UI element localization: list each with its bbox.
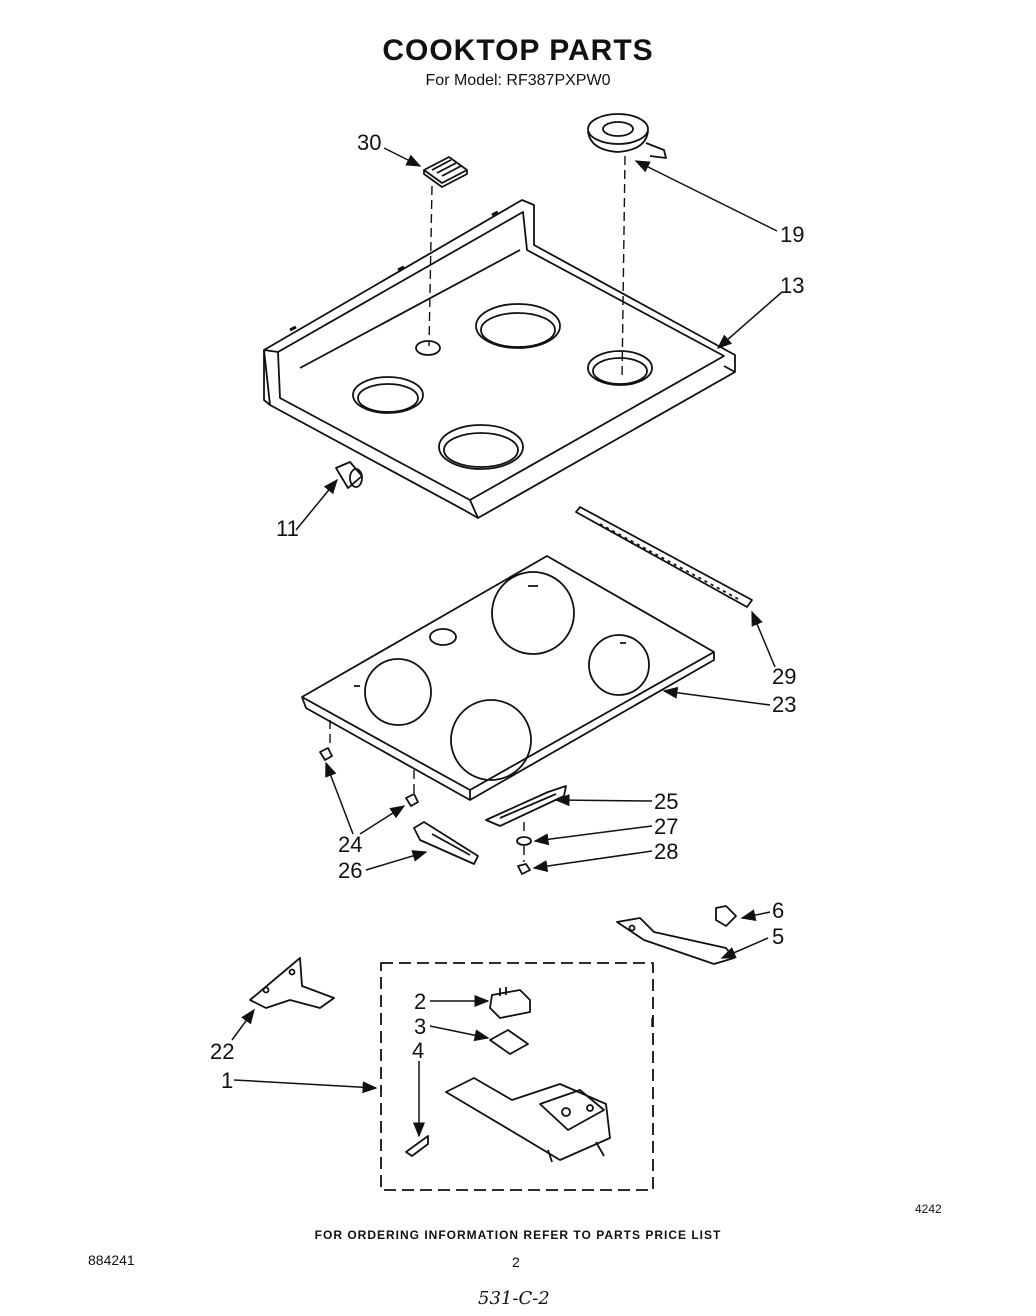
part-25-bracket	[485, 785, 567, 827]
callout-29: 29	[772, 664, 796, 689]
callout-28: 28	[654, 839, 678, 864]
part-22-angle-bracket	[249, 957, 335, 1009]
callout-30: 30	[357, 130, 381, 155]
part-27-washer	[516, 836, 532, 846]
part-28-nut	[517, 863, 531, 875]
part-23-support-pan	[301, 555, 715, 801]
part-3-plate	[489, 1029, 529, 1055]
callout-26: 26	[338, 858, 362, 883]
callout-11: 11	[276, 516, 299, 541]
part-30-vent-grille	[423, 156, 468, 188]
ordering-info-note: FOR ORDERING INFORMATION REFER TO PARTS …	[314, 1228, 722, 1242]
part-11-clip	[335, 461, 363, 489]
part-5-bracket-bar	[616, 917, 735, 965]
callout-24: 24	[338, 832, 362, 857]
callout-27: 27	[654, 814, 678, 839]
handwritten-code: 531-C-2	[478, 1288, 550, 1309]
part-13-main-cooktop	[263, 199, 736, 519]
model-subtitle: For Model: RF387PXPW0	[425, 72, 611, 89]
part-19-burner-element	[587, 113, 667, 159]
page-title: COOKTOP PARTS	[382, 34, 654, 67]
callout-13: 13	[780, 273, 804, 298]
switch-housing	[445, 1077, 611, 1163]
part-1-switch-assembly-box	[380, 962, 654, 1191]
callout-6: 6	[772, 898, 784, 923]
callout-22: 22	[210, 1039, 234, 1064]
document-number: 884241	[88, 1252, 135, 1268]
callout-4: 4	[412, 1038, 424, 1063]
part-26-bracket	[413, 821, 479, 865]
callout-3: 3	[414, 1014, 426, 1039]
callout-5: 5	[772, 924, 784, 949]
callout-1: 1	[221, 1068, 233, 1093]
part-4-spacer	[405, 1135, 429, 1157]
callout-2: 2	[414, 989, 426, 1014]
figure-code: 4242	[915, 1202, 942, 1216]
callout-25: 25	[654, 789, 678, 814]
part-2-switch	[489, 987, 531, 1019]
page-number: 2	[512, 1254, 520, 1270]
part-29-trim-strip	[575, 506, 753, 608]
callout-23: 23	[772, 692, 796, 717]
callout-19: 19	[780, 222, 804, 247]
part-24-clips	[319, 747, 419, 807]
part-6-clip	[715, 905, 737, 927]
